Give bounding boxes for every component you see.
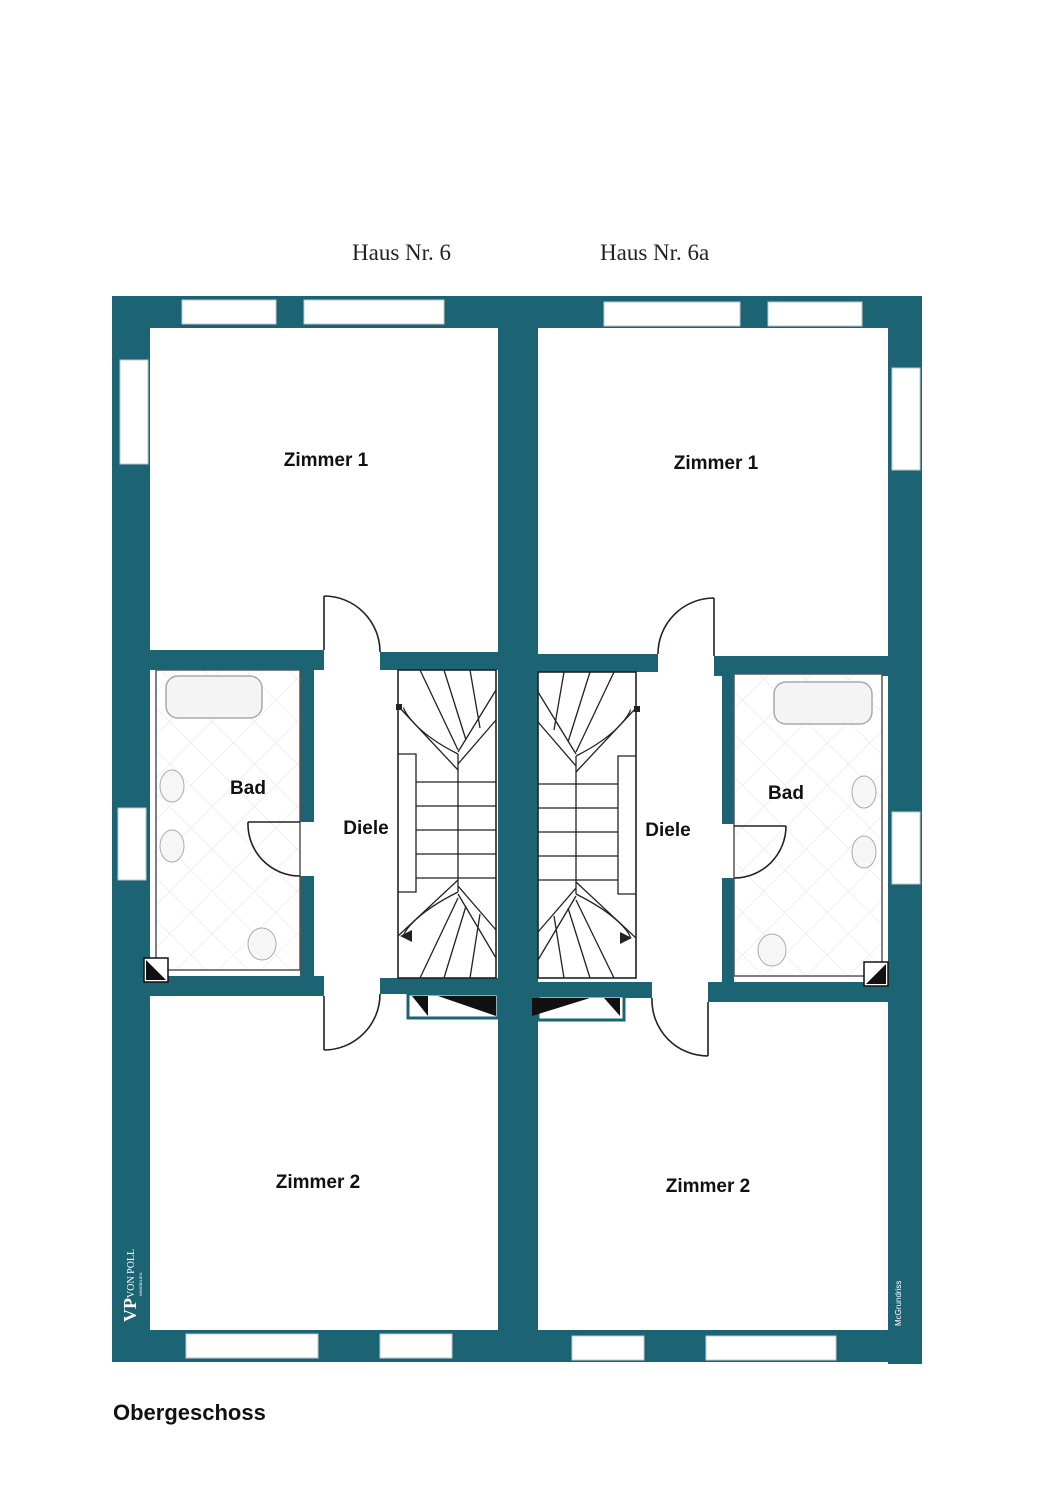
room-label-zimmer1-left: Zimmer 1	[284, 450, 369, 471]
room-label-bad-left: Bad	[230, 778, 266, 799]
washbasin-icon	[851, 775, 877, 809]
house-title-right: Haus Nr. 6a	[600, 240, 710, 265]
shaft-blocks	[406, 992, 626, 1022]
house-title-left: Haus Nr. 6	[352, 240, 452, 265]
bathroom-right	[733, 673, 889, 987]
room-label-diele-left: Diele	[343, 818, 388, 839]
brand-subtitle: IMMOBILIEN	[138, 1272, 143, 1296]
bathroom-left	[143, 669, 301, 983]
stair-arrow-icon	[400, 930, 412, 942]
room-label-zimmer1-right: Zimmer 1	[674, 453, 759, 474]
staircase-right	[537, 671, 640, 979]
room-label-bad-right: Bad	[768, 783, 804, 804]
windows	[117, 299, 921, 1361]
brand-logo-mark: VP	[120, 1298, 140, 1322]
washbasin-icon	[851, 835, 877, 869]
room-label-zimmer2-left: Zimmer 2	[276, 1172, 360, 1193]
brand-name: VON POLL	[126, 1249, 137, 1298]
room-label-diele-right: Diele	[645, 820, 690, 841]
doors	[247, 595, 787, 1057]
brand-logo: VP VON POLL IMMOBILIEN	[120, 1249, 143, 1322]
floor-label: Obergeschoss	[113, 1400, 266, 1425]
room-label-zimmer2-right: Zimmer 2	[666, 1176, 750, 1197]
bathtub-icon	[165, 675, 263, 719]
stair-arrow-icon	[620, 932, 632, 944]
interior-walls-right	[538, 654, 890, 1002]
staircase-left	[396, 669, 497, 979]
washbasin-icon	[159, 769, 185, 803]
toilet-icon	[247, 927, 277, 961]
credit: McGrundriss	[894, 1281, 903, 1326]
toilet-icon	[757, 933, 787, 967]
credit-text: McGrundriss	[894, 1281, 903, 1326]
bathtub-icon	[773, 681, 873, 725]
interior-walls-left	[146, 650, 500, 996]
washbasin-icon	[159, 829, 185, 863]
